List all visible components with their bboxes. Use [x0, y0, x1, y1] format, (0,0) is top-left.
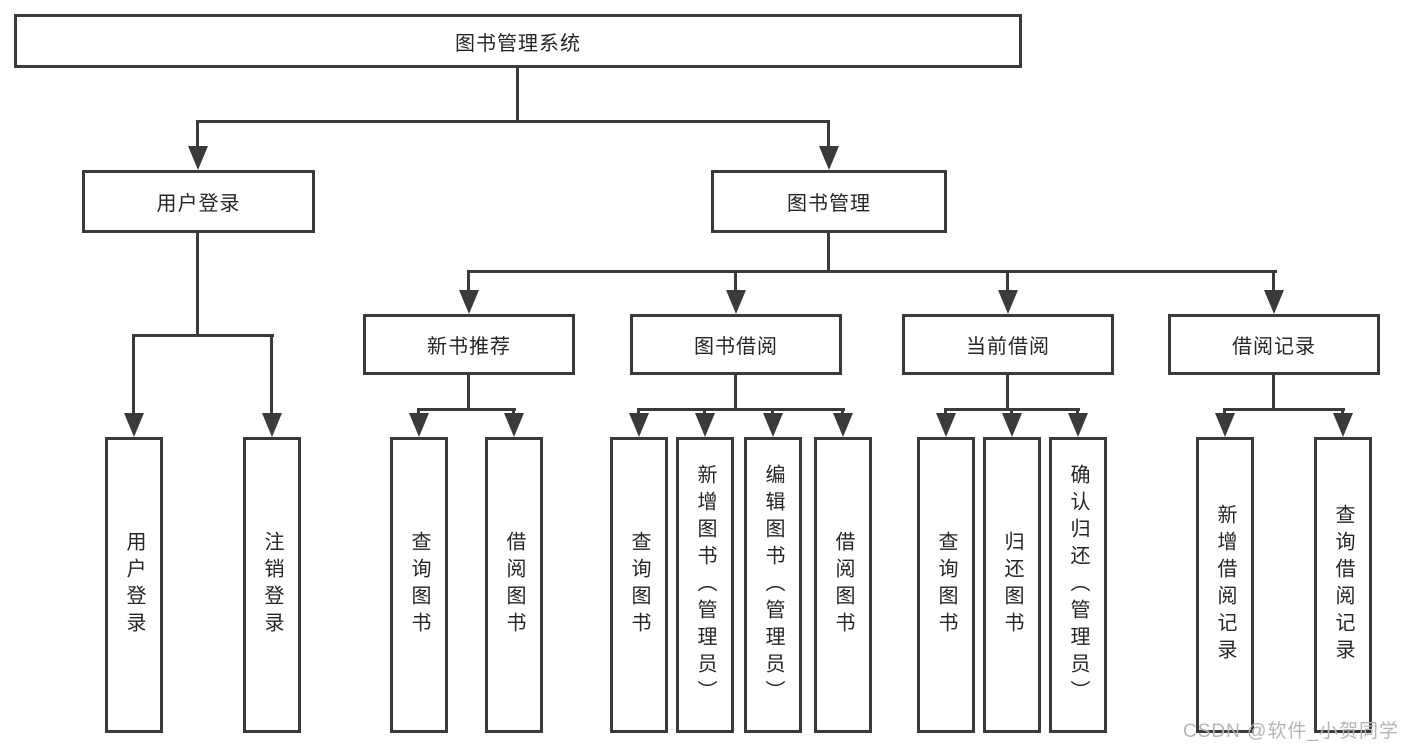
leaf-record-query: 查询借阅记录 [1314, 437, 1372, 733]
arrowhead-down-icon [124, 413, 144, 437]
edge-records-drop-1 [1223, 408, 1226, 416]
leaf-newbook-borrow-label: 借阅图书 [503, 531, 525, 639]
node-current-borrowing-label: 当前借阅 [966, 336, 1050, 358]
leaf-borrow-edit-admin: 编辑图书（管理员） [744, 437, 802, 733]
edge-root-crossbar [196, 120, 830, 123]
edge-userlogin-crossbar [132, 334, 274, 337]
node-borrowing-records: 借阅记录 [1168, 314, 1380, 375]
edge-current-drop-1 [944, 408, 947, 416]
leaf-current-return: 归还图书 [983, 437, 1041, 733]
arrowhead-down-icon [188, 146, 208, 170]
edge-bookmgmt-crossbar [467, 270, 1277, 273]
leaf-current-query: 查询图书 [917, 437, 975, 733]
edge-userlogin-stem [196, 233, 199, 336]
edge-records-drop-2 [1341, 408, 1344, 416]
arrowhead-down-icon [1068, 413, 1088, 437]
leaf-logout: 注销登录 [243, 437, 301, 733]
arrowhead-down-icon [763, 413, 783, 437]
leaf-user-login-label: 用户登录 [123, 531, 145, 639]
leaf-borrow-add-admin-label: 新增图书（管理员） [694, 463, 716, 707]
arrowhead-down-icon [936, 413, 956, 437]
node-borrowing-records-label: 借阅记录 [1232, 336, 1316, 358]
arrowhead-down-icon [819, 146, 839, 170]
edge-newbook-drop-2 [512, 408, 515, 416]
edge-borrow-drop-2 [703, 408, 706, 416]
leaf-record-add-label: 新增借阅记录 [1214, 504, 1236, 666]
node-book-borrowing-label: 图书借阅 [694, 336, 778, 358]
edge-root-drop-right [827, 120, 830, 150]
edge-current-drop-3 [1076, 408, 1079, 416]
leaf-borrow-book: 借阅图书 [814, 437, 872, 733]
leaf-record-add: 新增借阅记录 [1196, 437, 1254, 733]
leaf-current-return-label: 归还图书 [1001, 531, 1023, 639]
node-library-system-label: 图书管理系统 [455, 32, 581, 55]
edge-bookmgmt-drop-1 [467, 270, 470, 293]
edge-userlogin-drop-1 [132, 334, 135, 416]
edge-newbook-crossbar [417, 408, 516, 411]
leaf-newbook-borrow: 借阅图书 [485, 437, 543, 733]
leaf-logout-label: 注销登录 [261, 531, 283, 639]
node-book-management-label: 图书管理 [787, 193, 871, 215]
edge-borrow-drop-4 [841, 408, 844, 416]
node-new-book-recommend-label: 新书推荐 [427, 336, 511, 358]
node-book-management: 图书管理 [711, 170, 947, 233]
edge-borrow-crossbar [637, 408, 845, 411]
edge-newbook-stem [467, 375, 470, 411]
edge-records-crossbar [1223, 408, 1345, 411]
edge-newbook-drop-1 [417, 408, 420, 416]
edge-borrow-drop-3 [771, 408, 774, 416]
edge-bookmgmt-drop-3 [1006, 270, 1009, 293]
arrowhead-down-icon [262, 413, 282, 437]
leaf-current-query-label: 查询图书 [935, 531, 957, 639]
node-current-borrowing: 当前借阅 [902, 314, 1114, 375]
csdn-watermark: CSDN @软件_小贺同学 [1183, 721, 1399, 742]
leaf-borrow-book-label: 借阅图书 [832, 531, 854, 639]
edge-current-stem [1006, 375, 1009, 411]
arrowhead-down-icon [1215, 413, 1235, 437]
leaf-user-login: 用户登录 [105, 437, 163, 733]
node-new-book-recommend: 新书推荐 [363, 314, 575, 375]
arrowhead-down-icon [998, 290, 1018, 314]
node-library-system: 图书管理系统 [14, 14, 1022, 68]
edge-borrow-drop-1 [637, 408, 640, 416]
leaf-current-confirm-admin: 确认归还（管理员） [1049, 437, 1107, 733]
leaf-newbook-query: 查询图书 [390, 437, 448, 733]
leaf-borrow-edit-admin-label: 编辑图书（管理员） [762, 463, 784, 707]
leaf-newbook-query-label: 查询图书 [408, 531, 430, 639]
leaf-borrow-query-label: 查询图书 [628, 531, 650, 639]
arrowhead-down-icon [1002, 413, 1022, 437]
edge-records-stem [1272, 375, 1275, 411]
edge-root-stem [516, 68, 519, 123]
leaf-current-confirm-admin-label: 确认归还（管理员） [1067, 463, 1089, 707]
edge-bookmgmt-drop-4 [1272, 270, 1275, 293]
arrowhead-down-icon [695, 413, 715, 437]
arrowhead-down-icon [1264, 290, 1284, 314]
leaf-borrow-add-admin: 新增图书（管理员） [676, 437, 734, 733]
arrowhead-down-icon [833, 413, 853, 437]
arrowhead-down-icon [504, 413, 524, 437]
leaf-record-query-label: 查询借阅记录 [1332, 504, 1354, 666]
edge-userlogin-drop-2 [270, 334, 273, 416]
edge-current-drop-2 [1010, 408, 1013, 416]
arrowhead-down-icon [459, 290, 479, 314]
edge-bookmgmt-drop-2 [734, 270, 737, 293]
leaf-borrow-query: 查询图书 [610, 437, 668, 733]
arrowhead-down-icon [409, 413, 429, 437]
node-user-login-label: 用户登录 [156, 193, 241, 215]
edge-bookmgmt-stem [827, 233, 830, 273]
node-user-login: 用户登录 [82, 170, 315, 233]
arrowhead-down-icon [629, 413, 649, 437]
arrowhead-down-icon [1333, 413, 1353, 437]
edge-borrow-stem [734, 375, 737, 411]
node-book-borrowing: 图书借阅 [630, 314, 842, 375]
arrowhead-down-icon [726, 290, 746, 314]
edge-root-drop-left [196, 120, 199, 150]
